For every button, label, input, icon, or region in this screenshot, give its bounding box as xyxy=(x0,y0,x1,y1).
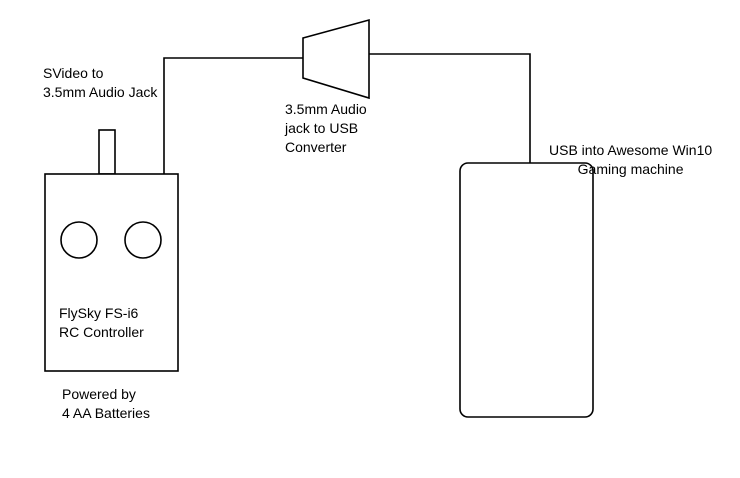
rc-controller-body xyxy=(44,173,179,372)
controller-label: FlySky FS-i6 RC Controller xyxy=(59,305,144,340)
gaming-machine xyxy=(459,162,594,418)
power-label: Powered by 4 AA Batteries xyxy=(62,386,150,421)
controller-antenna xyxy=(98,129,116,175)
audio-usb-converter xyxy=(302,18,370,100)
usb-label: USB into Awesome Win10 Gaming machine xyxy=(549,142,713,177)
svideo-label: SVideo to 3.5mm Audio Jack xyxy=(43,65,158,100)
right-joystick xyxy=(124,221,162,259)
svideo-cable xyxy=(163,57,303,174)
usb-cable xyxy=(369,53,531,163)
left-joystick xyxy=(60,221,98,259)
converter-label: 3.5mm Audio jack to USB Converter xyxy=(285,101,367,155)
